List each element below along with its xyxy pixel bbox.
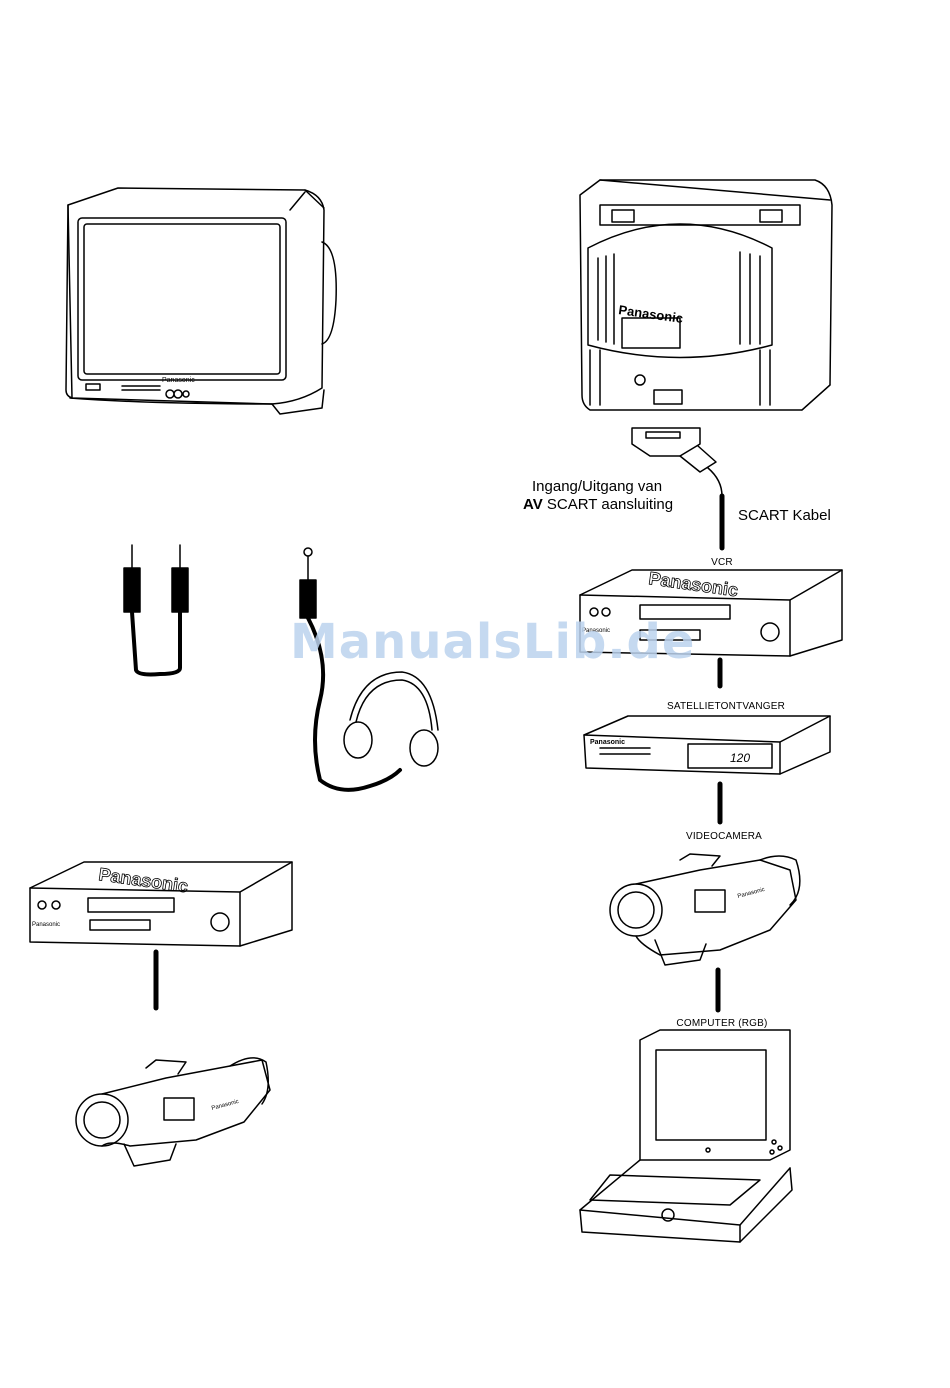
av-scart-label-line1: Ingang/Uitgang van: [532, 478, 662, 495]
av-scart-label-line2: AV SCART aansluiting: [523, 496, 673, 513]
satellite-label: SATELLIETONTVANGER: [667, 701, 785, 712]
satellite-brand: Panasonic: [590, 739, 625, 746]
av-scart-label-rest: SCART aansluiting: [543, 496, 673, 513]
av-scart-label-bold: AV: [523, 496, 543, 513]
computer-label: COMPUTER (RGB): [676, 1018, 767, 1029]
videocamera-left-brand: Panasonic: [211, 1099, 240, 1112]
tv-front-brand: Panasonic: [162, 377, 195, 384]
vcr-left-brand: Panasonic: [97, 864, 189, 896]
tv-front: [66, 188, 336, 414]
vcr-label: VCR: [711, 557, 733, 568]
videocamera-left: [76, 1058, 270, 1166]
laptop-computer: [580, 1030, 792, 1242]
satellite-display: 120: [730, 751, 750, 765]
watermark: ManualsLib.de: [290, 614, 695, 670]
tv-back: [580, 180, 832, 410]
vcr-right-brand: Panasonic: [647, 568, 739, 600]
tv-back-brand: Panasonic: [618, 302, 684, 326]
rca-audio-cable: [124, 545, 188, 675]
videocamera-label: VIDEOCAMERA: [686, 831, 762, 842]
scart-cable-label: SCART Kabel: [738, 507, 831, 524]
videocamera-right-brand: Panasonic: [737, 887, 766, 900]
videocamera-right: [610, 854, 800, 965]
headphones: [344, 672, 438, 766]
vcr-left-front-brand: Panasonic: [32, 922, 60, 928]
